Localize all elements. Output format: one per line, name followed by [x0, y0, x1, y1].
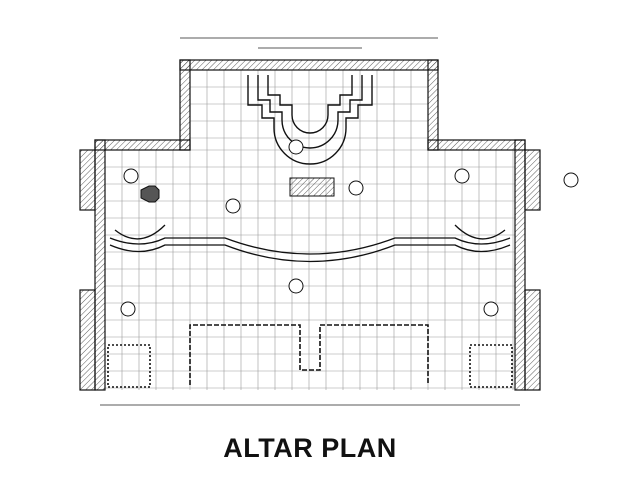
lower-platforms: [107, 324, 513, 388]
section-markers: [120, 139, 579, 317]
altar-steps: [247, 75, 373, 165]
altar-floor-plan: [79, 37, 579, 406]
drawing-title: ALTAR PLAN: [223, 433, 397, 463]
floor-tile-grid: [104, 69, 515, 390]
walls: [79, 59, 541, 391]
altar-rail: [109, 224, 511, 263]
dimension-line: [100, 37, 520, 406]
altar-table: [289, 177, 335, 197]
